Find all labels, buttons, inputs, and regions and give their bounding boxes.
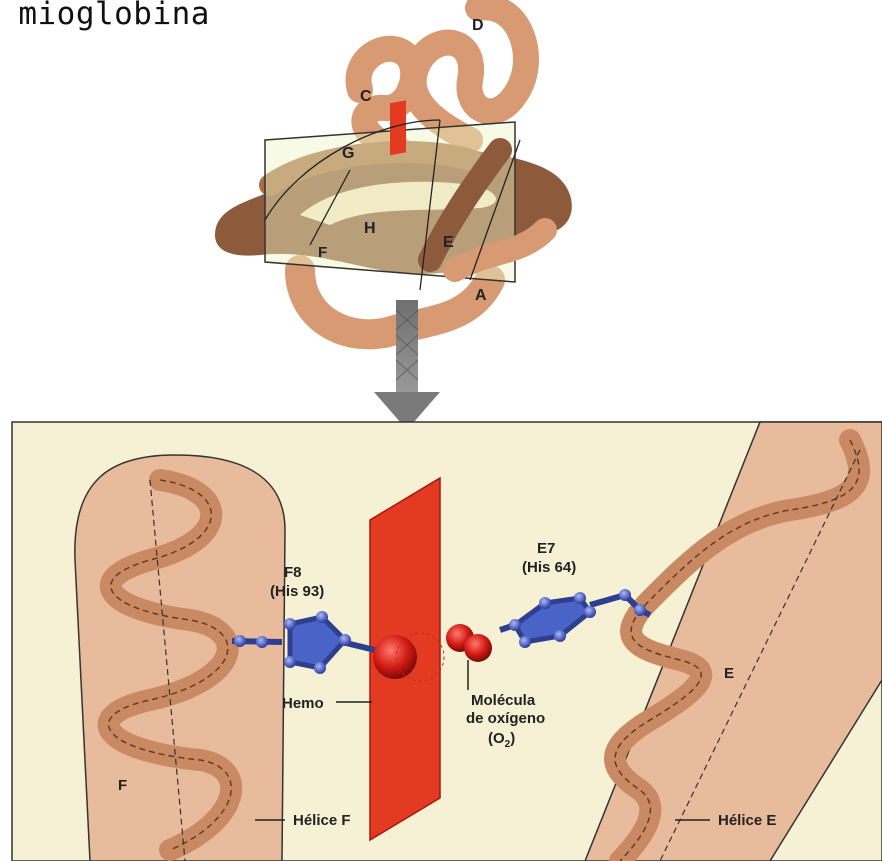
label-e: E	[443, 234, 454, 251]
label-f8: F8	[284, 564, 302, 581]
label-helix-e: E	[724, 665, 734, 682]
label-oxygen-2: de oxígeno	[466, 710, 545, 727]
protein-overview: C D G H F E A	[215, 7, 572, 334]
label-c: C	[360, 88, 372, 105]
label-his93: (His 93)	[270, 583, 324, 600]
label-g: G	[342, 145, 354, 162]
label-helix-f: F	[118, 777, 127, 794]
label-f: F	[318, 244, 327, 261]
label-a: A	[475, 287, 487, 304]
label-hemo: Hemo	[282, 695, 324, 712]
label-d: D	[472, 17, 484, 34]
label-e7: E7	[537, 540, 555, 557]
label-helice-f: Hélice F	[293, 812, 351, 829]
iron-atom	[373, 635, 417, 679]
detail-panel: F8 (His 93) E7 (His 64) Hemo Molécula de…	[12, 422, 882, 861]
label-his64: (His 64)	[522, 559, 576, 576]
label-oxygen-1: Molécula	[471, 692, 536, 709]
label-helice-e: Hélice E	[718, 812, 776, 829]
label-h: H	[364, 220, 376, 237]
